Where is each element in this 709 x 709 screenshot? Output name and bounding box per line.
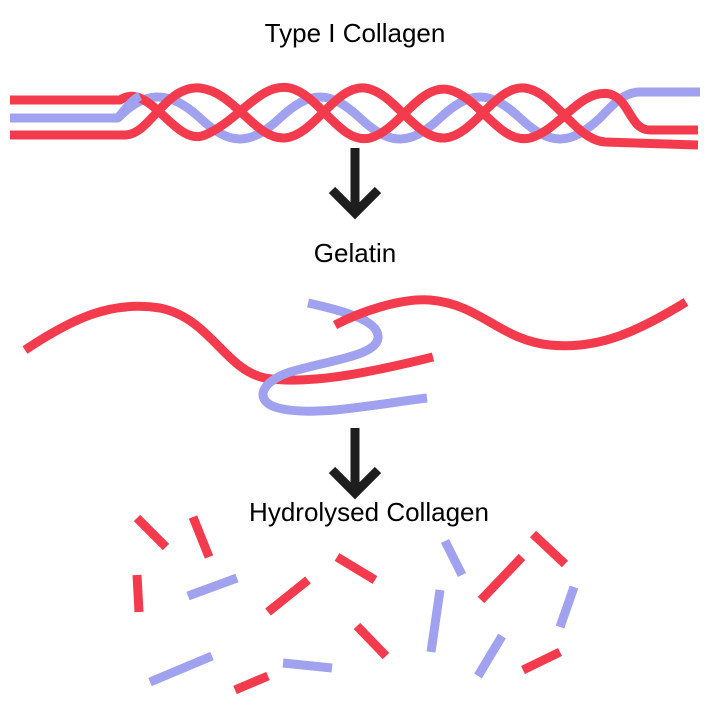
helix-strand-blue-overlay bbox=[114, 91, 143, 121]
gelatin-strand-blue bbox=[258, 298, 428, 416]
gelatin-strand-red-right bbox=[332, 295, 689, 351]
label-type-i-collagen: Type I Collagen bbox=[265, 18, 446, 48]
fragment-blue bbox=[474, 633, 506, 679]
fragment-red bbox=[334, 553, 378, 584]
fragment-red bbox=[477, 553, 526, 604]
fragment-red bbox=[188, 515, 214, 559]
fragment-blue bbox=[186, 573, 239, 601]
fragment-blue bbox=[426, 589, 445, 653]
label-hydrolysed-collagen: Hydrolysed Collagen bbox=[249, 497, 489, 527]
fragment-red bbox=[265, 576, 311, 616]
helix-strand-blue bbox=[10, 87, 700, 144]
helix-strand-red-2 bbox=[10, 83, 699, 150]
helix-strand-red-1 bbox=[10, 82, 698, 144]
fragment-red bbox=[133, 514, 170, 551]
fragment-blue bbox=[148, 651, 214, 687]
fragment-red bbox=[132, 574, 144, 613]
gelatin-strand-red-left bbox=[22, 301, 435, 385]
fragment-blue bbox=[440, 538, 467, 578]
gelatin-strands bbox=[22, 295, 689, 416]
fragment-blue bbox=[282, 658, 333, 673]
arrow-down-icon bbox=[328, 428, 382, 500]
fragment-red bbox=[353, 622, 390, 660]
label-gelatin: Gelatin bbox=[314, 238, 396, 268]
fragment-red bbox=[233, 671, 270, 695]
arrow-down-icon bbox=[328, 148, 382, 220]
fragment-red bbox=[529, 530, 569, 568]
collagen-fragments bbox=[132, 514, 579, 695]
fragment-red bbox=[521, 647, 562, 675]
fragment-blue bbox=[555, 585, 579, 629]
triple-helix bbox=[10, 82, 700, 150]
